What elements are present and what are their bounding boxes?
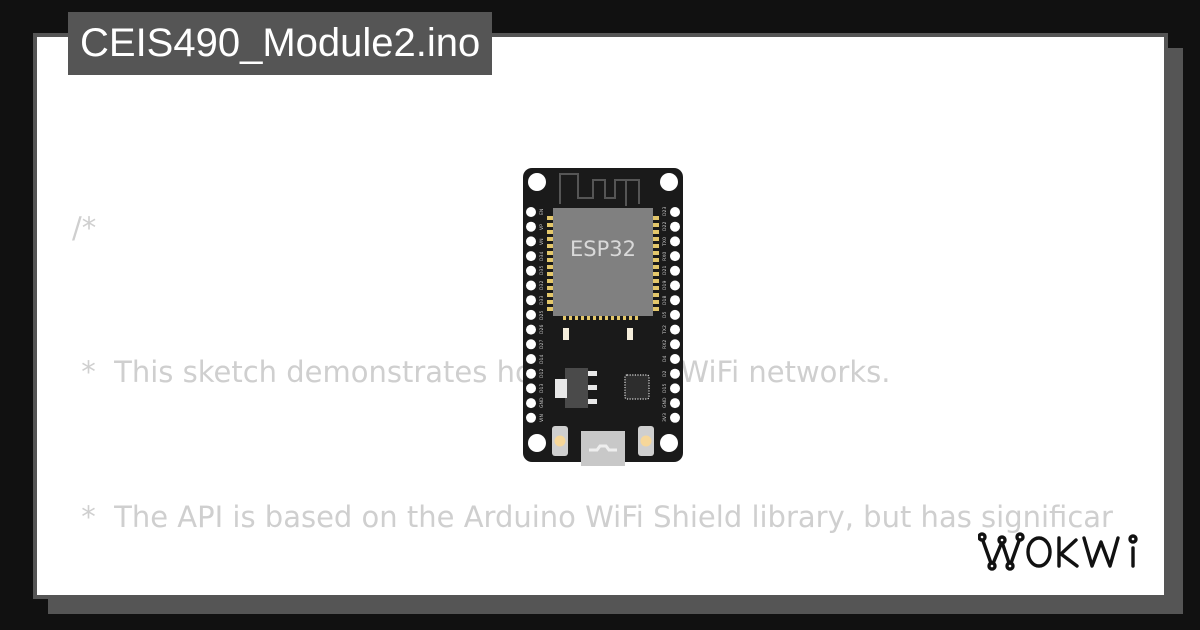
svg-text:D19: D19 (662, 281, 668, 290)
svg-text:D12: D12 (539, 369, 545, 378)
svg-text:D35: D35 (539, 266, 545, 275)
svg-text:D26: D26 (539, 325, 545, 334)
svg-text:D34: D34 (539, 252, 545, 261)
svg-text:D33: D33 (539, 296, 545, 305)
svg-text:D22: D22 (662, 222, 668, 231)
svg-text:TX2: TX2 (662, 325, 668, 335)
svg-text:D25: D25 (539, 311, 545, 320)
svg-text:TX0: TX0 (662, 237, 668, 247)
svg-text:VN: VN (539, 238, 545, 245)
svg-text:RX2: RX2 (662, 340, 668, 349)
svg-text:GND: GND (539, 397, 545, 408)
svg-text:D23: D23 (662, 207, 668, 216)
svg-text:D2: D2 (662, 370, 668, 377)
code-line: /* (72, 210, 97, 245)
svg-text:EN: EN (539, 209, 545, 215)
svg-text:D15: D15 (662, 384, 668, 393)
wokwi-logo: WOKWI (977, 528, 1150, 578)
svg-text:D13: D13 (539, 384, 545, 393)
svg-text:VP: VP (539, 224, 545, 230)
project-title: CEIS490_Module2.ino (68, 12, 493, 75)
svg-text:D4: D4 (662, 355, 668, 362)
svg-text:D27: D27 (539, 340, 545, 349)
svg-text:D5: D5 (662, 311, 668, 318)
svg-text:3V3: 3V3 (662, 413, 668, 422)
svg-text:VIN: VIN (539, 414, 545, 422)
svg-text:GND: GND (662, 397, 668, 408)
svg-text:D21: D21 (662, 266, 668, 275)
code-line: * The API is based on the Arduino WiFi S… (72, 500, 1113, 535)
svg-text:RX0: RX0 (662, 252, 668, 261)
svg-text:D32: D32 (539, 281, 545, 290)
esp32-board: ESP32 (523, 168, 683, 466)
svg-text:D14: D14 (539, 355, 545, 364)
svg-text:D18: D18 (662, 296, 668, 305)
svg-text:ESP32: ESP32 (570, 237, 636, 261)
